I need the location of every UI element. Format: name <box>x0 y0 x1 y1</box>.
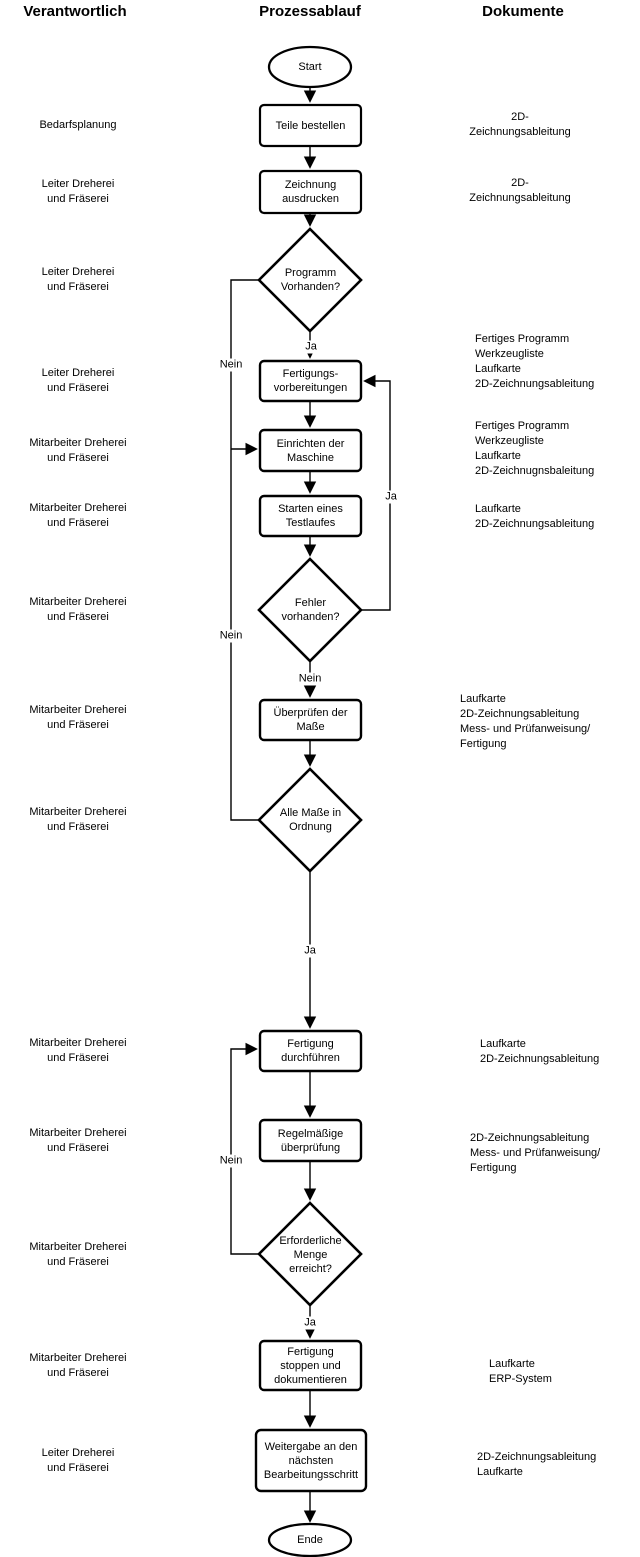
documents-fertigungsvorb: Fertiges Programm Werkzeugliste Laufkart… <box>475 333 595 390</box>
edge-menge-nein-loop <box>230 1042 259 1255</box>
fehler-vorhanden-diamond <box>257 557 363 663</box>
erforderliche-menge-diamond <box>257 1201 363 1307</box>
edge-left-loop-line <box>230 279 259 821</box>
node-label-start: Start <box>298 61 322 73</box>
edge-label-masse-ja: Ja <box>302 944 318 958</box>
responsible-fehler: Mitarbeiter Dreherei und Fräserei <box>29 596 127 623</box>
node-label-fertigung-durchfuehren: Fertigung durchführen <box>281 1038 340 1064</box>
node-label-starten-testlauf: Starten eines Testlaufes <box>278 503 343 529</box>
edge-label-menge-nein: Nein <box>217 1154 245 1168</box>
edge-label-menge-ja: Ja <box>302 1316 318 1330</box>
documents-teile-bestellen: 2D- Zeichnungsableitung <box>469 111 571 138</box>
edge-label-fehler-nein: Nein <box>296 672 324 686</box>
alle-masse-diamond <box>257 767 363 873</box>
responsible-bedarfsplanung: Bedarfsplanung <box>39 119 117 131</box>
node-label-teile-bestellen: Teile bestellen <box>275 119 346 132</box>
responsible-masse: Mitarbeiter Dreherei und Fräserei <box>29 806 127 833</box>
responsible-testlauf: Mitarbeiter Dreherei und Fräserei <box>29 502 127 529</box>
node-label-einrichten-maschine: Einrichten der Maschine <box>276 437 345 464</box>
start-terminator-shape <box>267 45 353 89</box>
documents-fertigung: Laufkarte 2D-Zeichnungsableitung <box>480 1038 600 1065</box>
weitergabe-shape <box>254 1428 368 1493</box>
node-label-fehler-vorhanden: Fehler vorhanden? <box>281 597 340 623</box>
responsible-stoppen: Mitarbeiter Dreherei und Fräserei <box>29 1352 127 1379</box>
edge-label-programm-ja: Ja <box>303 340 319 354</box>
edge-label-programm-nein: Nein <box>217 358 245 372</box>
fertigung-stoppen-shape <box>258 1339 363 1392</box>
responsible-ueberpruefen: Mitarbeiter Dreherei und Fräserei <box>29 704 127 731</box>
programm-vorhanden-diamond <box>257 227 363 333</box>
zeichnung-ausdrucken-shape <box>258 169 363 215</box>
node-label-programm-vorhanden: Programm Vorhanden? <box>280 267 341 293</box>
edge-label-fehler-ja: Ja <box>383 490 399 504</box>
teile-bestellen-shape <box>258 103 363 148</box>
node-label-ueberpruefen-masse: Überprüfen der Maße <box>273 707 348 733</box>
regelmaessige-ueberpruefung-shape <box>258 1118 363 1163</box>
ende-terminator-shape <box>267 1522 353 1557</box>
node-label-regelmaessige-ueberpruefung: Regelmäßige überprüfung <box>277 1127 344 1154</box>
responsible-weitergabe: Leiter Dreherei und Fräserei <box>41 1447 115 1474</box>
documents-stoppen: Laufkarte ERP-System <box>489 1358 552 1385</box>
node-label-zeichnung-ausdrucken: Zeichnung ausdrucken <box>282 179 339 205</box>
node-label-erforderliche-menge: Erforderliche Menge erreicht? <box>279 1234 342 1275</box>
documents-weitergabe: 2D-Zeichnungsableitung Laufkarte <box>477 1451 597 1478</box>
responsible-menge: Mitarbeiter Dreherei und Fräserei <box>29 1241 127 1268</box>
node-label-fertigungsvorbereitungen: Fertigungs- vorbereitungen <box>273 368 348 394</box>
node-label-ende: Ende <box>297 1534 323 1546</box>
responsible-regelm: Mitarbeiter Dreherei und Fräserei <box>29 1127 127 1154</box>
responsible-fertigung: Mitarbeiter Dreherei und Fräserei <box>29 1037 127 1064</box>
column-header-process: Prozessablauf <box>259 3 361 20</box>
starten-testlauf-shape <box>258 494 363 538</box>
column-header-responsible: Verantwortlich <box>23 3 127 20</box>
fertigungsvorbereitungen-shape <box>258 359 363 403</box>
fertigung-durchfuehren-shape <box>258 1029 363 1073</box>
edge-label-masse-nein: Nein <box>217 629 245 643</box>
node-label-weitergabe: Weitergabe an den nächsten Bearbeitungss… <box>263 1440 359 1481</box>
responsible-einrichten: Mitarbeiter Dreherei und Fräserei <box>29 437 127 464</box>
documents-zeichnung: 2D- Zeichnungsableitung <box>469 177 571 204</box>
documents-testlauf: Laufkarte 2D-Zeichnungsableitung <box>475 503 595 530</box>
column-header-documents: Dokumente <box>482 3 564 20</box>
documents-ueberpruefen: Laufkarte 2D-Zeichnungsableitung Mess- u… <box>460 693 591 750</box>
documents-regelm: 2D-Zeichnungsableitung Mess- und Prüfanw… <box>470 1132 601 1174</box>
node-label-alle-masse: Alle Maße in Ordnung <box>279 807 342 833</box>
documents-einrichten: Fertiges Programm Werkzeugliste Laufkart… <box>475 420 595 477</box>
node-label-fertigung-stoppen: Fertigung stoppen und dokumentieren <box>274 1345 347 1386</box>
responsible-fertigungsvorb: Leiter Dreherei und Fräserei <box>41 367 115 394</box>
einrichten-maschine-shape <box>258 428 363 473</box>
responsible-zeichnung: Leiter Dreherei und Fräserei <box>41 178 115 205</box>
responsible-programm: Leiter Dreherei und Fräserei <box>41 266 115 293</box>
ueberpruefen-masse-shape <box>258 698 363 742</box>
